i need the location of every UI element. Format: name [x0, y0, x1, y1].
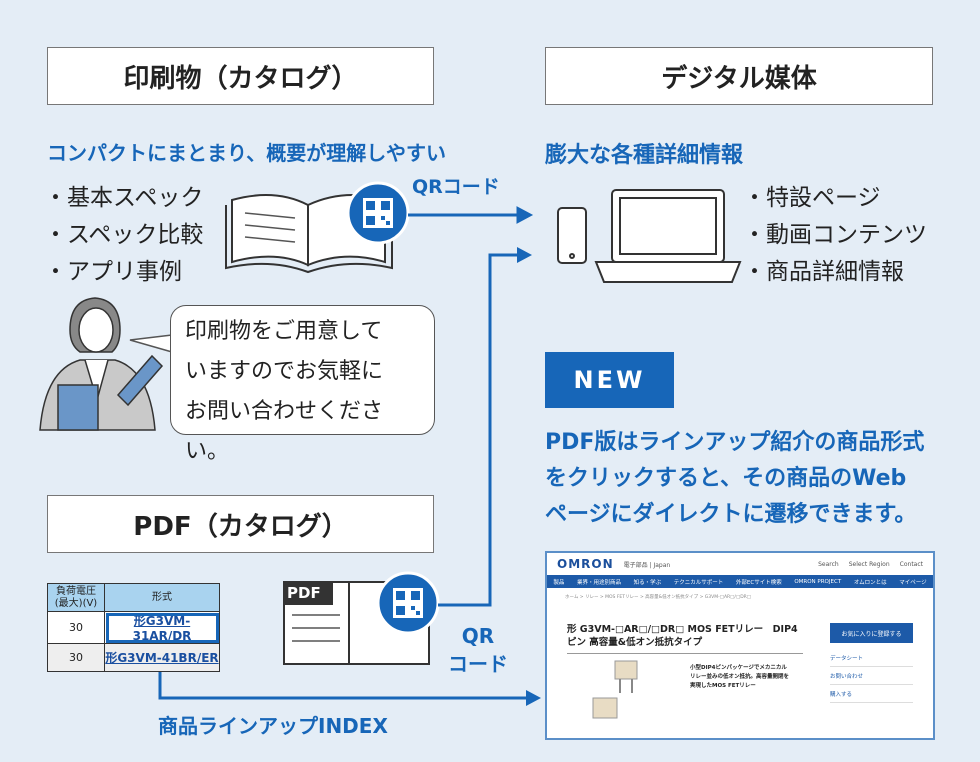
qr-label-bottom: QR コード [448, 622, 508, 678]
index-label: 商品ラインアップINDEX [158, 714, 388, 738]
inquiry-link[interactable]: お問い合わせ [830, 672, 913, 685]
speech-line: いますのでお気軽に [185, 359, 384, 384]
arrow-to-digital [408, 206, 534, 224]
site-label: 電子部品 | Japan [623, 561, 671, 569]
product-description: 小型DIP4ピンパッケージでメカニカルリレー並みの低オン抵抗。高容量開閉を実現し… [690, 665, 790, 689]
person-with-catalog-illustration [39, 297, 164, 431]
qr-label-top: QRコード [412, 176, 500, 198]
breadcrumb: ホーム > リレー > MOS FETリレー > 高容量&低オン抵抗タイプ > … [565, 595, 752, 600]
digital-subtitle: 膨大な各種詳細情報 [545, 143, 744, 168]
nav-item[interactable]: 外部ECサイト検索 [735, 579, 782, 586]
nav-item[interactable]: 知る・学ぶ [633, 579, 662, 586]
qr-label-line: コード [448, 652, 508, 676]
bubble-tail [129, 334, 173, 353]
table-row: 30 形G3VM-31AR/DR [47, 611, 220, 644]
site-nav: 製品 業界・用途別商品 知る・学ぶ テクニカルサポート 外部ECサイト検索 OM… [547, 575, 933, 588]
desc-line: ページにダイレクトに遷移できます。 [545, 502, 917, 527]
table-cell: 30 [47, 611, 105, 644]
digital-bullets: ・特設ページ ・動画コンテンツ ・商品詳細情報 [743, 180, 927, 291]
product-link[interactable]: 形G3VM-31AR/DR [132, 614, 192, 643]
bullet: ・スペック比較 [44, 222, 204, 248]
table-header: 負荷電圧 (最大)(V) [47, 583, 105, 612]
region-link[interactable]: Select Region [848, 560, 890, 568]
datasheet-link[interactable]: データシート [830, 654, 913, 667]
new-description: PDF版はラインアップ紹介の商品形式 をクリックすると、その商品のWeb ページ… [545, 425, 924, 533]
speech-line: お問い合わせください。 [185, 399, 384, 464]
relay-product-image [592, 660, 638, 719]
bullet: ・商品詳細情報 [743, 259, 904, 285]
speech-bubble: 印刷物をご用意して いますのでお気軽に お問い合わせください。 [170, 305, 435, 464]
digital-title: デジタル媒体 [545, 47, 933, 105]
bullet: ・基本スペック [44, 185, 204, 211]
smartphone-icon [557, 207, 587, 264]
qr-code-icon [346, 181, 410, 245]
table-cell: 30 [47, 643, 105, 672]
pdf-icon-label: PDF [287, 584, 321, 602]
desc-line: をクリックすると、その商品のWeb [545, 466, 907, 491]
laptop-icon [594, 189, 742, 283]
nav-item[interactable]: マイページ [899, 579, 927, 586]
qr-label-line: QR [461, 624, 495, 648]
desc-line: PDF版はラインアップ紹介の商品形式 [545, 430, 925, 455]
bullet: ・特設ページ [743, 185, 881, 211]
nav-item[interactable]: 製品 [553, 579, 565, 586]
search-link[interactable]: Search [818, 560, 839, 568]
buy-link[interactable]: 購入する [830, 690, 913, 703]
nav-item[interactable]: テクニカルサポート [673, 579, 724, 586]
nav-item[interactable]: OMRON PROJECT [794, 578, 842, 585]
contact-link[interactable]: Contact [899, 560, 923, 568]
new-badge: NEW [545, 352, 674, 408]
product-title: 形 G3VM-□AR□/□DR□ MOS FETリレー DIP4ピン 高容量&低… [567, 623, 803, 654]
pdf-title: PDF（カタログ） [47, 495, 434, 553]
favorite-button[interactable]: お気に入りに登録する [830, 623, 913, 643]
product-link[interactable]: 形G3VM-41BR/ER [105, 651, 219, 665]
bullet: ・アプリ事例 [44, 259, 182, 285]
nav-item[interactable]: オムロンとは [853, 579, 887, 586]
arrow-qr-to-digital [438, 247, 532, 607]
qr-code-icon [376, 571, 440, 635]
nav-item[interactable]: 業界・用途別商品 [576, 579, 621, 586]
bullet: ・動画コンテンツ [743, 222, 927, 248]
print-subtitle: コンパクトにまとまり、概要が理解しやすい [47, 141, 446, 165]
website-screenshot: OMRON 電子部品 | Japan Search Select Region … [545, 551, 935, 740]
print-bullets: ・基本スペック ・スペック比較 ・アプリ事例 [44, 180, 203, 291]
print-title: 印刷物（カタログ） [47, 47, 434, 105]
speech-line: 印刷物をご用意して [185, 319, 383, 344]
table-header: 形式 [104, 583, 220, 612]
omron-logo: OMRON [557, 557, 614, 571]
